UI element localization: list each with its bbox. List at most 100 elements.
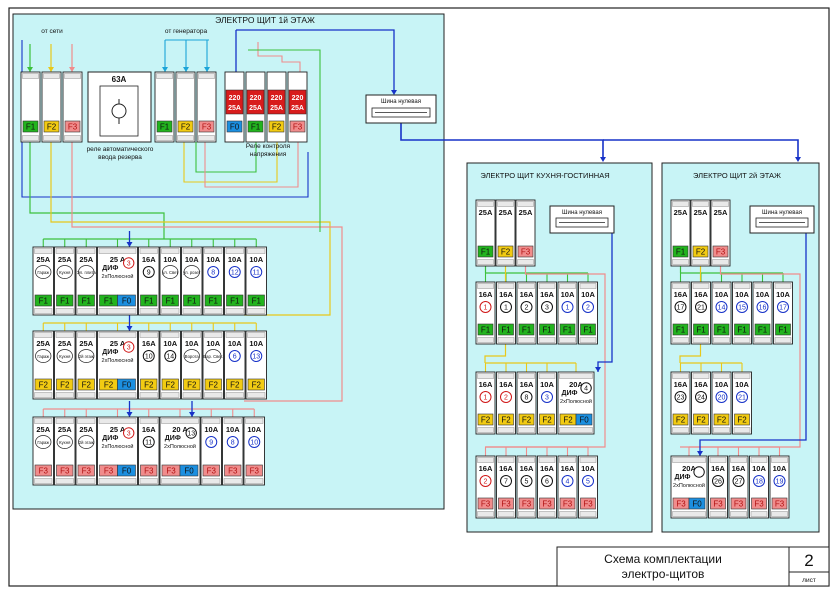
circuit-number-circle [674, 391, 687, 403]
breaker-rating: 16A [520, 290, 534, 299]
phase-tag-text: F2 [522, 415, 532, 424]
phase-tag-text: F3 [734, 499, 744, 508]
breaker-rating: 16A [694, 380, 708, 389]
load-label-oval [56, 349, 73, 363]
circuit-number-circle [541, 301, 553, 313]
circuit-number-circle [561, 475, 574, 487]
circuit-number-circle [541, 391, 553, 403]
phase-tag-f3: F3 [245, 464, 263, 477]
phase-tag-f1: F1 [77, 294, 95, 307]
phase-tag-f0: F0 [117, 294, 136, 307]
circuit-number: 12 [231, 270, 239, 277]
circuit-number-circle [693, 466, 705, 478]
phase-tag-f2: F2 [693, 413, 709, 426]
breaker-rating: 10A [752, 464, 766, 473]
circuit-number-circle [123, 427, 135, 439]
phase-tag-text: F0 [122, 296, 132, 305]
phase-tag-text: F2 [209, 380, 219, 389]
phase-tag-f3: F3 [34, 464, 52, 477]
breaker-rating: 16A [540, 464, 554, 473]
breaker-rating: 16A [674, 380, 688, 389]
circuit-number: 13 [187, 431, 195, 438]
circuit-number: 16 [759, 305, 767, 312]
circuit-number-circle [500, 301, 512, 313]
phase-tag-text: F1 [676, 247, 686, 256]
circuit-number: 8 [211, 270, 215, 277]
wire-arrow-icon [204, 67, 210, 72]
phase-tag-text: F1 [166, 296, 176, 305]
wire-arrow-icon [189, 412, 195, 417]
relay-caption-line1: Реле контроля [246, 143, 291, 150]
phase-tag-text: F3 [207, 466, 217, 475]
phase-tag-f3: F3 [64, 120, 81, 133]
phase-tag-text: F3 [144, 466, 154, 475]
phase-tag-text: F1 [676, 325, 686, 334]
sheet-frame [8, 7, 830, 587]
phase-tag-f3: F3 [672, 497, 690, 510]
circuit-number-circle [479, 391, 492, 403]
breaker-rating: 10A [185, 339, 199, 348]
load-label-oval [183, 349, 200, 363]
breaker-rating: 25 A [110, 425, 126, 434]
breaker-pole-label: 2хПолюсной [560, 398, 592, 405]
breaker-rating: 16A [520, 464, 534, 473]
circuit-number-circle [674, 301, 687, 313]
floor2-neutral-bus: Шина нулевая [749, 205, 815, 234]
circuit-number: 8 [525, 395, 529, 402]
circuit-number: 19 [776, 479, 784, 486]
phase-tag-text: F3 [82, 466, 92, 475]
circuit-number-circle [715, 301, 728, 313]
breaker-rating: 25A [674, 208, 688, 217]
breaker-rating: 10A [561, 290, 575, 299]
phase-tag-f2: F2 [734, 413, 750, 426]
breaker-rating: 10A [735, 380, 749, 389]
phase-tag-text: F0 [692, 499, 702, 508]
breaker-rating: 16A [540, 290, 554, 299]
row3-feed-wire [71, 142, 343, 402]
load-label-oval [35, 265, 52, 279]
stamp-title-line2: электро-щитов [622, 567, 705, 581]
breaker-pole-label: 2хПолюсной [102, 443, 134, 450]
phase-tag-f3: F3 [99, 464, 118, 477]
circuit-number: 4 [566, 479, 570, 486]
circuit-number: 24 [697, 395, 705, 402]
circuit-number-circle [500, 475, 512, 487]
phase-tag-f2: F2 [204, 378, 222, 391]
phase-tag-text: F1 [26, 122, 36, 131]
phase-tag-text: F2 [166, 380, 176, 389]
subpanel-feed-wire [248, 49, 321, 232]
breaker-dif-label: ДИФ [675, 474, 691, 481]
phase-tag-text: F1 [60, 296, 70, 305]
circuit-number: 11 [145, 440, 152, 447]
circuit-number: 2 [484, 479, 488, 486]
phase-tag-f2: F2 [43, 120, 60, 133]
phase-tag-f1: F1 [477, 323, 494, 336]
circuit-number-circle [777, 301, 789, 313]
phase-tag-text: F3 [60, 466, 70, 475]
phase-tag-text: F3 [228, 466, 238, 475]
circuit-number: 10 [145, 354, 153, 361]
circuit-number-circle [582, 475, 594, 487]
phase-tag-text: F2 [252, 380, 262, 389]
phase-tag-f3: F3 [161, 464, 181, 477]
phase-tag-text: F3 [713, 499, 723, 508]
circuit-number: 1 [504, 305, 508, 312]
load-label: Кухня [59, 270, 70, 275]
circuit-number-circle [123, 257, 135, 269]
phase-tag-f3: F3 [224, 464, 242, 477]
